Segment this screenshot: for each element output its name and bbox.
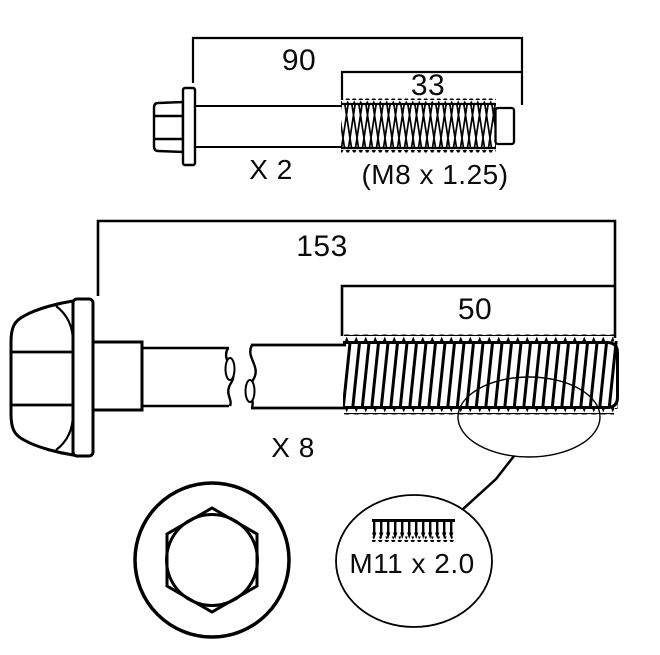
large-bolt-overall-length-label: 153	[296, 230, 348, 263]
small-bolt-thread-crests-bottom	[341, 147, 496, 153]
large-bolt-thread-dimension-line	[340, 284, 615, 336]
small-bolt-thread-spec-label: (M8 x 1.25)	[361, 159, 509, 190]
large-bolt-thread-length-label: 50	[457, 293, 493, 326]
large-bolt-drawing	[9, 219, 619, 511]
large-bolt-thread-hatch	[343, 341, 618, 409]
large-bolt-break-lens-right	[244, 379, 256, 403]
small-bolt-thread-hatch	[341, 103, 496, 149]
small-bolt-thread-borders	[341, 102, 496, 150]
small-bolt-thread-crests-top	[341, 98, 496, 104]
small-bolt-thread-length-label: 33	[410, 69, 446, 102]
large-bolt-thread-crests-bottom	[344, 407, 614, 415]
end-view-hexagon	[165, 506, 259, 614]
small-bolt-hex-head	[152, 100, 185, 154]
large-bolt-quantity-label: X 8	[271, 432, 315, 463]
thread-detail-spec-label: M11 x 2.0	[349, 548, 475, 579]
small-bolt-shank	[195, 105, 342, 148]
large-bolt-flange	[71, 297, 95, 458]
large-bolt-shank-segment-2	[251, 343, 346, 410]
large-bolt-washer-collar	[91, 340, 144, 412]
large-bolt-hex-head	[9, 299, 75, 457]
large-bolt-thread-borders	[343, 341, 619, 409]
thread-detail-callout-ellipse	[457, 376, 601, 458]
end-view-chamfer-circle	[165, 513, 259, 607]
small-bolt-thread-dimension-line	[340, 70, 522, 100]
large-bolt-hex-facet-lines	[11, 350, 73, 407]
small-bolt-quantity-label: X 2	[249, 154, 293, 185]
large-bolt-shank-segment-1	[142, 346, 229, 408]
small-bolt-tip	[494, 106, 516, 146]
small-bolt-flange	[181, 86, 197, 167]
large-bolt-break-line-left	[225, 347, 235, 407]
large-bolt-thread-crests-top	[344, 334, 614, 342]
small-bolt-overall-length-label: 90	[281, 44, 317, 77]
bolt-head-end-view	[133, 481, 291, 639]
large-bolt-break-lens-left	[224, 357, 236, 381]
thread-detail-leader-line	[461, 455, 515, 511]
detail-thread-coil-glyph	[372, 519, 455, 539]
detail-thread-glyph-teeth	[372, 536, 455, 542]
large-bolt-overall-dimension-line	[96, 219, 617, 338]
small-bolt-hex-facet-lines	[154, 114, 183, 141]
small-bolt-drawing	[152, 36, 524, 167]
thread-detail-balloon	[335, 494, 493, 628]
